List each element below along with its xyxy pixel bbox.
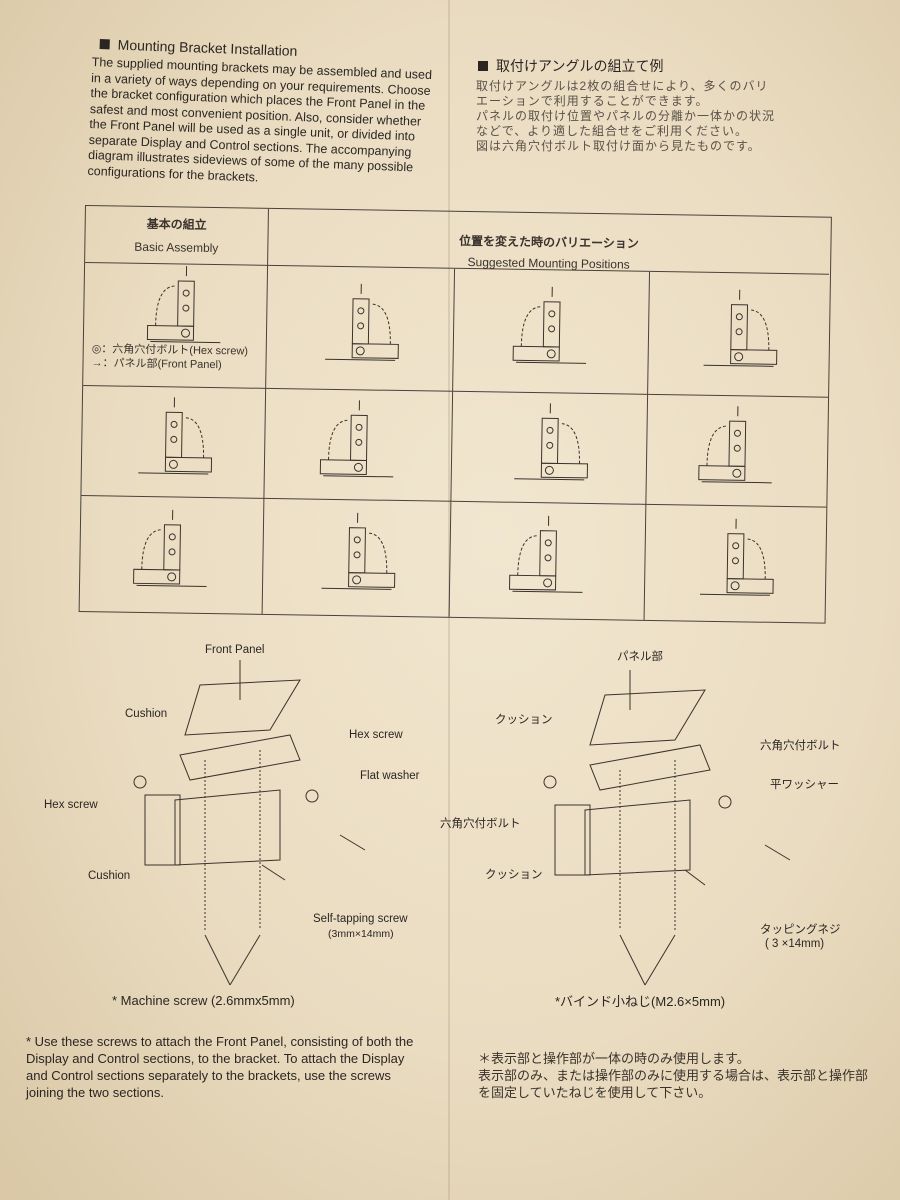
japanese-footnote-line: ＊表示部と操作部が一体の時のみ使用します。 [478,1051,750,1066]
bracket-config-diagram [509,515,583,593]
label-machine-screw-jp: *バインド小ねじ(M2.6×5mm) [555,994,726,1009]
config-cell [646,394,829,508]
config-cell [83,263,269,389]
english-exploded-diagram [133,660,366,986]
config-cell [648,271,830,398]
config-cell [266,265,456,392]
label-flat-washer-jp: 平ワッシャー [770,779,839,791]
label-machine-screw: * Machine screw (2.6mmx5mm) [112,993,295,1008]
bracket-config-diagram [146,266,221,344]
bullet-square-icon [99,38,110,50]
japanese-heading-text: 取付けアングルの組立て例 [496,58,664,74]
label-self-tapping-size: (3mm×14mm) [328,928,394,940]
self-tapping-screw-icon [764,844,791,861]
label-hex-screw-left: Hex screw [44,799,98,811]
japanese-footnote: ＊表示部と操作部が一体の時のみ使用します。 表示部のみ、または操作部のみに使用す… [478,1050,878,1101]
config-cell [645,505,827,623]
bracket-config-diagram [699,518,774,596]
bracket-config-diagram [321,512,396,590]
cushion-shape [144,794,181,866]
leader-line [619,934,646,986]
label-self-tapping-screw-jp: タッピングネジ [760,924,841,936]
hex-screw-icon [305,789,319,803]
japanese-line: 図は六角穴付ボルト取付け面から見たものです。 [476,139,761,153]
english-footnote: * Use these screws to attach the Front P… [26,1034,414,1100]
label-cushion-top-jp: クッション [495,714,553,726]
japanese-line: などで、より適した組合せをご利用ください。 [476,124,749,138]
label-cushion-bottom: Cushion [88,870,131,882]
front-panel-shape [589,689,706,746]
paper-fold [448,0,450,1200]
bracket-config-diagram [138,397,213,475]
label-flat-washer: Flat washer [360,770,420,782]
cushion-shape [554,804,591,876]
english-paragraph: The supplied mounting brackets may be as… [87,55,433,184]
hex-screw-icon [133,775,147,789]
label-front-panel-jp: パネル部 [617,651,663,663]
bracket-config-diagram [512,286,587,364]
bracket-config-diagram [703,289,778,367]
bracket-config-diagram [319,400,394,478]
japanese-heading: 取付けアングルの組立て例 [478,56,663,76]
japanese-line: エーションで利用することができます。 [476,94,709,108]
self-tapping-screw-icon [684,869,706,886]
bullet-square-icon [478,61,488,71]
label-front-panel: Front Panel [205,644,265,656]
basic-assembly-en: Basic Assembly [134,239,219,256]
basic-assembly-header: 基本の組立 Basic Assembly [85,206,269,266]
english-heading-text: Mounting Bracket Installation [117,36,298,59]
exploded-diagrams [133,660,791,986]
legend-front-panel: →：パネル部(Front Panel) [91,357,222,372]
bracket-config-diagram [133,509,207,587]
label-self-tapping-size-jp: ( 3 ×14mm) [765,938,825,950]
bracket-config-diagram [325,283,399,361]
bracket-config-diagram [514,403,589,481]
label-hex-screw-right-jp: 六角穴付ボルト [760,740,841,752]
leader-line [644,934,676,986]
bracket-config-diagram [698,406,772,484]
configuration-table: 基本の組立 Basic Assembly 位置を変えた時のバリエーション Sug… [78,205,832,624]
japanese-paragraph: 取付けアングルは2枚の組合せにより、多くのバリ エーションで利用することができま… [476,79,836,154]
japanese-line: 取付けアングルは2枚の組合せにより、多くのバリ [476,79,769,93]
config-cell [79,495,265,614]
suggested-positions-header: 位置を変えた時のバリエーション Suggested Mounting Posit… [268,208,830,275]
label-cushion-bottom-jp: クッション [485,869,543,881]
hex-screw-icon [718,795,732,809]
label-self-tapping-screw: Self-tapping screw [313,913,408,925]
config-cell [451,391,649,505]
config-cell [449,501,647,620]
hex-screw-icon [543,775,557,789]
leader-line [229,934,261,986]
config-cell [81,385,267,499]
self-tapping-screw-icon [339,834,366,851]
config-cell [262,498,452,617]
bracket-shape [584,744,711,876]
label-hex-screw-left-jp: 六角穴付ボルト [440,818,521,830]
japanese-line: パネルの取付け位置やパネルの分離か一体かの状況 [476,109,776,123]
bracket-shape [174,734,301,866]
self-tapping-screw-icon [261,864,286,881]
label-cushion-top: Cushion [125,708,168,720]
front-panel-shape [184,679,301,736]
config-cell [264,388,454,502]
japanese-footnote-line: 表示部のみ、または操作部のみに使用する場合は、表示部と操作部を固定していたねじを… [478,1068,869,1100]
label-hex-screw-right: Hex screw [349,729,403,741]
table-legend: ◎：六角穴付ボルト(Hex screw) →：パネル部(Front Panel) [91,342,248,372]
config-cell [453,268,651,395]
suggested-positions-jp: 位置を変えた時のバリエーション [458,233,639,251]
leader-line [204,934,231,986]
basic-assembly-jp: 基本の組立 [146,216,207,232]
japanese-exploded-diagram [543,670,791,986]
